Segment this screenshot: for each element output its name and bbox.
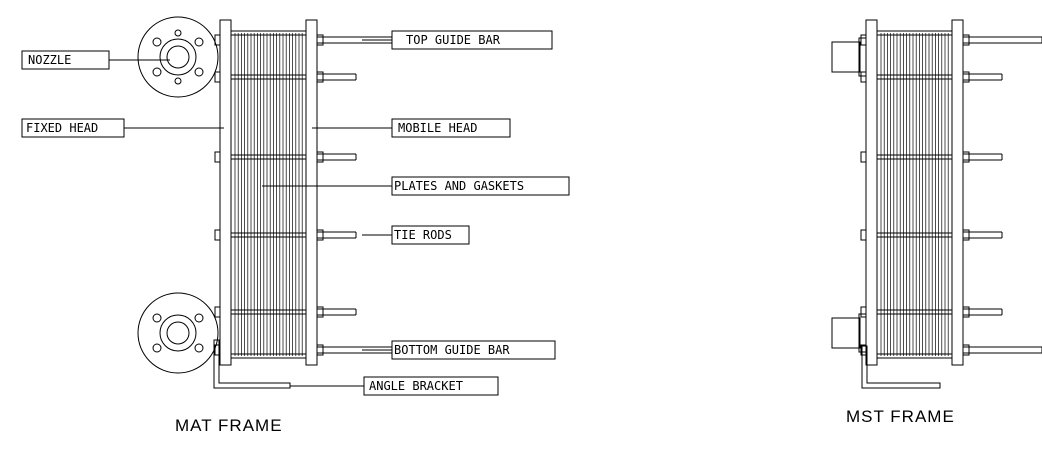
mst-angle-bracket bbox=[861, 345, 941, 389]
mst-tie-rods bbox=[860, 34, 1042, 356]
mat-frame bbox=[137, 16, 397, 389]
tie-rods-label: TIE RODS bbox=[394, 228, 452, 242]
angle-bracket bbox=[213, 339, 291, 389]
plates-and-gaskets-callout-box bbox=[391, 176, 570, 196]
mst-bolt bbox=[962, 306, 970, 318]
bottom-guide-bar-callout-box bbox=[391, 340, 556, 360]
mst-bolt bbox=[860, 229, 867, 241]
mst-nozzle-top bbox=[831, 41, 861, 73]
fixed-head-callout-box bbox=[21, 118, 125, 138]
plates-and-gaskets-label: PLATES AND GASKETS bbox=[394, 179, 524, 193]
mst-fixed-head-plate bbox=[865, 19, 878, 366]
mat-bolt bbox=[316, 229, 324, 241]
nozzle-callout-box bbox=[21, 50, 110, 70]
mst-bolt bbox=[962, 151, 970, 163]
top-guide-bar-callout-box bbox=[391, 30, 553, 50]
mat-bolt bbox=[214, 71, 221, 83]
mat-bolt bbox=[316, 344, 324, 356]
mat-bolt bbox=[214, 306, 221, 318]
mat-bolt bbox=[214, 34, 221, 46]
mat-bolt bbox=[316, 306, 324, 318]
mst-bolt bbox=[962, 344, 970, 356]
mst-bolt bbox=[962, 229, 970, 241]
mobile-head-label: MOBILE HEAD bbox=[398, 121, 477, 135]
mst-nozzle-top-flange bbox=[858, 37, 867, 77]
mst-frame-caption: MST FRAME bbox=[846, 407, 955, 426]
mat-bolt bbox=[316, 71, 324, 83]
angle-bracket-callout-box bbox=[363, 376, 499, 396]
nozzle-label: NOZZLE bbox=[28, 53, 71, 67]
mst-bolt bbox=[962, 71, 970, 83]
mat-frame-caption: MAT FRAME bbox=[175, 416, 283, 435]
mat-bolt bbox=[214, 229, 221, 241]
mat-bolt bbox=[316, 34, 324, 46]
tie-rods-callout-box bbox=[391, 225, 470, 245]
mst-nozzle-bottom bbox=[831, 317, 861, 349]
mat-bolt bbox=[316, 151, 324, 163]
nozzle-top bbox=[137, 16, 219, 98]
mst-plates-and-gaskets bbox=[877, 30, 952, 359]
nozzle-bottom bbox=[137, 292, 219, 374]
plates-and-gaskets bbox=[231, 30, 306, 359]
angle-bracket-label: ANGLE BRACKET bbox=[369, 379, 463, 393]
mobile-head-plate bbox=[305, 19, 318, 366]
mst-frame bbox=[831, 19, 1042, 389]
mst-bolt bbox=[962, 34, 970, 46]
mst-mobile-head-plate bbox=[951, 19, 964, 366]
mobile-head-callout-box bbox=[391, 118, 511, 138]
mst-bolt bbox=[860, 151, 867, 163]
bottom-guide-bar-label: BOTTOM GUIDE BAR bbox=[394, 343, 510, 357]
mst-bolt bbox=[860, 34, 867, 46]
top-guide-bar-label: TOP GUIDE BAR bbox=[406, 33, 501, 47]
mat-bolt bbox=[214, 344, 221, 356]
mst-bolt bbox=[860, 306, 867, 318]
fixed-head-label: FIXED HEAD bbox=[26, 121, 98, 135]
mst-bolt bbox=[860, 71, 867, 83]
mat-bolt bbox=[214, 151, 221, 163]
fixed-head-plate bbox=[219, 19, 232, 366]
tie-rods bbox=[214, 34, 397, 356]
